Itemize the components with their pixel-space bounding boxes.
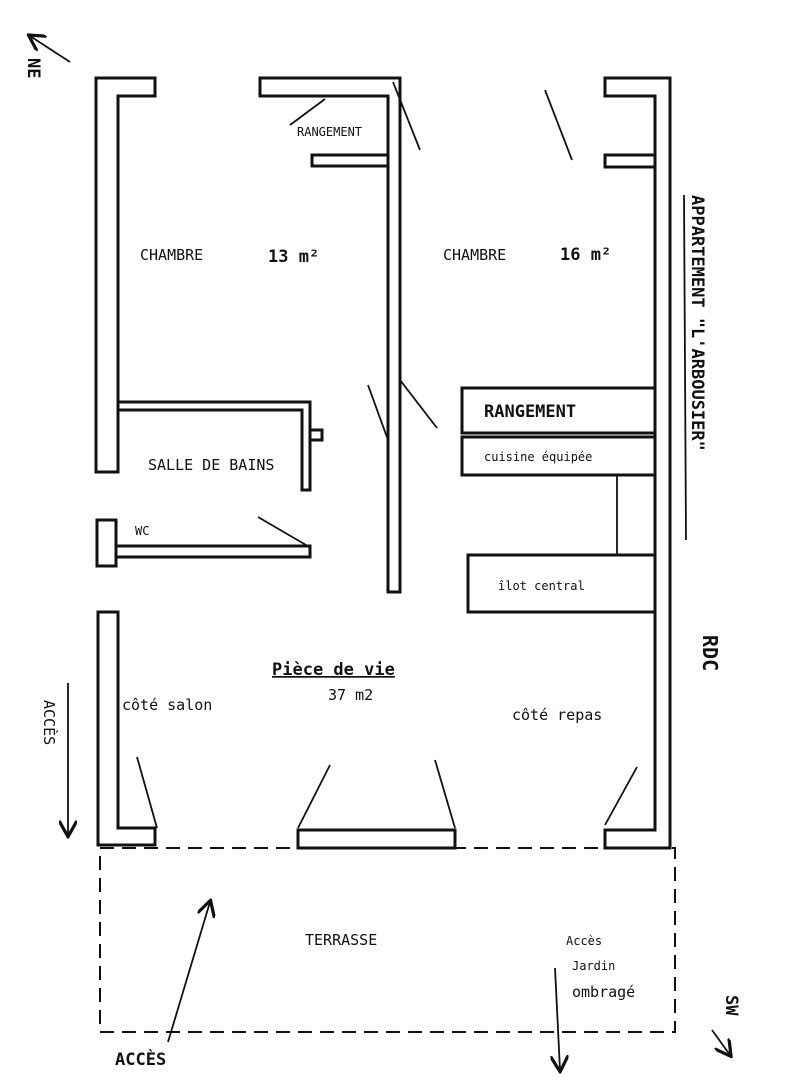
door-swing xyxy=(367,384,389,441)
storage-shelf xyxy=(310,153,390,168)
compass-sw-label: SW xyxy=(721,995,741,1016)
storage-pointer xyxy=(289,98,326,126)
door-swing xyxy=(604,766,638,826)
bedroom-left-label: CHAMBRE xyxy=(140,246,203,264)
bay-window-sill xyxy=(296,828,457,850)
north-east-arrow-icon xyxy=(30,36,71,63)
terrace-outline xyxy=(99,847,676,1033)
garden-access-line-3: ombragé xyxy=(572,983,635,1001)
bathroom-label: SALLE DE BAINS xyxy=(148,456,274,474)
door-swing xyxy=(434,759,456,829)
kitchen-label: cuisine équipée xyxy=(484,450,592,464)
kitchen-storage-label: RANGEMENT xyxy=(484,402,576,422)
terrace-label: TERRASSE xyxy=(305,931,377,949)
living-left-label: côté salon xyxy=(122,696,212,714)
access-bottom-arrow-icon xyxy=(167,902,210,1043)
garden-access-line-1: Accès xyxy=(566,934,602,948)
access-left-label: ACCÈS xyxy=(40,700,59,745)
south-west-arrow-icon xyxy=(711,1029,730,1055)
island-label: îlot central xyxy=(498,579,585,593)
wall-left-upper xyxy=(94,76,157,474)
kitchen-outline xyxy=(462,474,618,555)
door-swing xyxy=(392,81,421,151)
wall-top-middle xyxy=(258,76,402,594)
bedroom-right-area: 16 m² xyxy=(560,245,611,265)
access-bottom-label: ACCÈS xyxy=(115,1048,166,1070)
storage-top-label: RANGEMENT xyxy=(297,125,362,139)
wall-left-lower xyxy=(96,610,157,847)
kitchen-island xyxy=(466,553,657,614)
wc-partition xyxy=(114,544,312,559)
wc-wall xyxy=(95,518,118,568)
door-swing xyxy=(399,379,438,429)
plan-title: APPARTEMENT "L'ARBOUSIER" xyxy=(687,195,707,451)
bedroom-right-label: CHAMBRE xyxy=(443,246,506,264)
living-room-label: Pièce de vie xyxy=(272,660,395,680)
compass-ne: NE xyxy=(23,36,71,78)
bathroom-knob xyxy=(308,428,324,442)
bathroom-wall xyxy=(116,400,312,492)
door-swing xyxy=(297,764,331,829)
living-room-area: 37 m2 xyxy=(328,686,373,704)
door-swing xyxy=(136,756,158,829)
compass-sw: SW xyxy=(711,995,741,1055)
wc-label: WC xyxy=(135,524,149,538)
door-swing xyxy=(544,89,573,161)
kitchen-storage xyxy=(460,386,657,435)
level-label: RDC xyxy=(698,635,722,671)
garden-access-arrow-icon xyxy=(555,967,560,1070)
door-swing xyxy=(257,516,307,546)
title-underline xyxy=(683,194,687,541)
compass-ne-label: NE xyxy=(23,58,43,78)
wall-right xyxy=(603,76,672,850)
garden-access-line-2: Jardin xyxy=(572,959,615,973)
living-right-label: côté repas xyxy=(512,706,602,724)
bedroom-left-area: 13 m² xyxy=(268,247,319,267)
wall-right-stub xyxy=(603,153,657,169)
